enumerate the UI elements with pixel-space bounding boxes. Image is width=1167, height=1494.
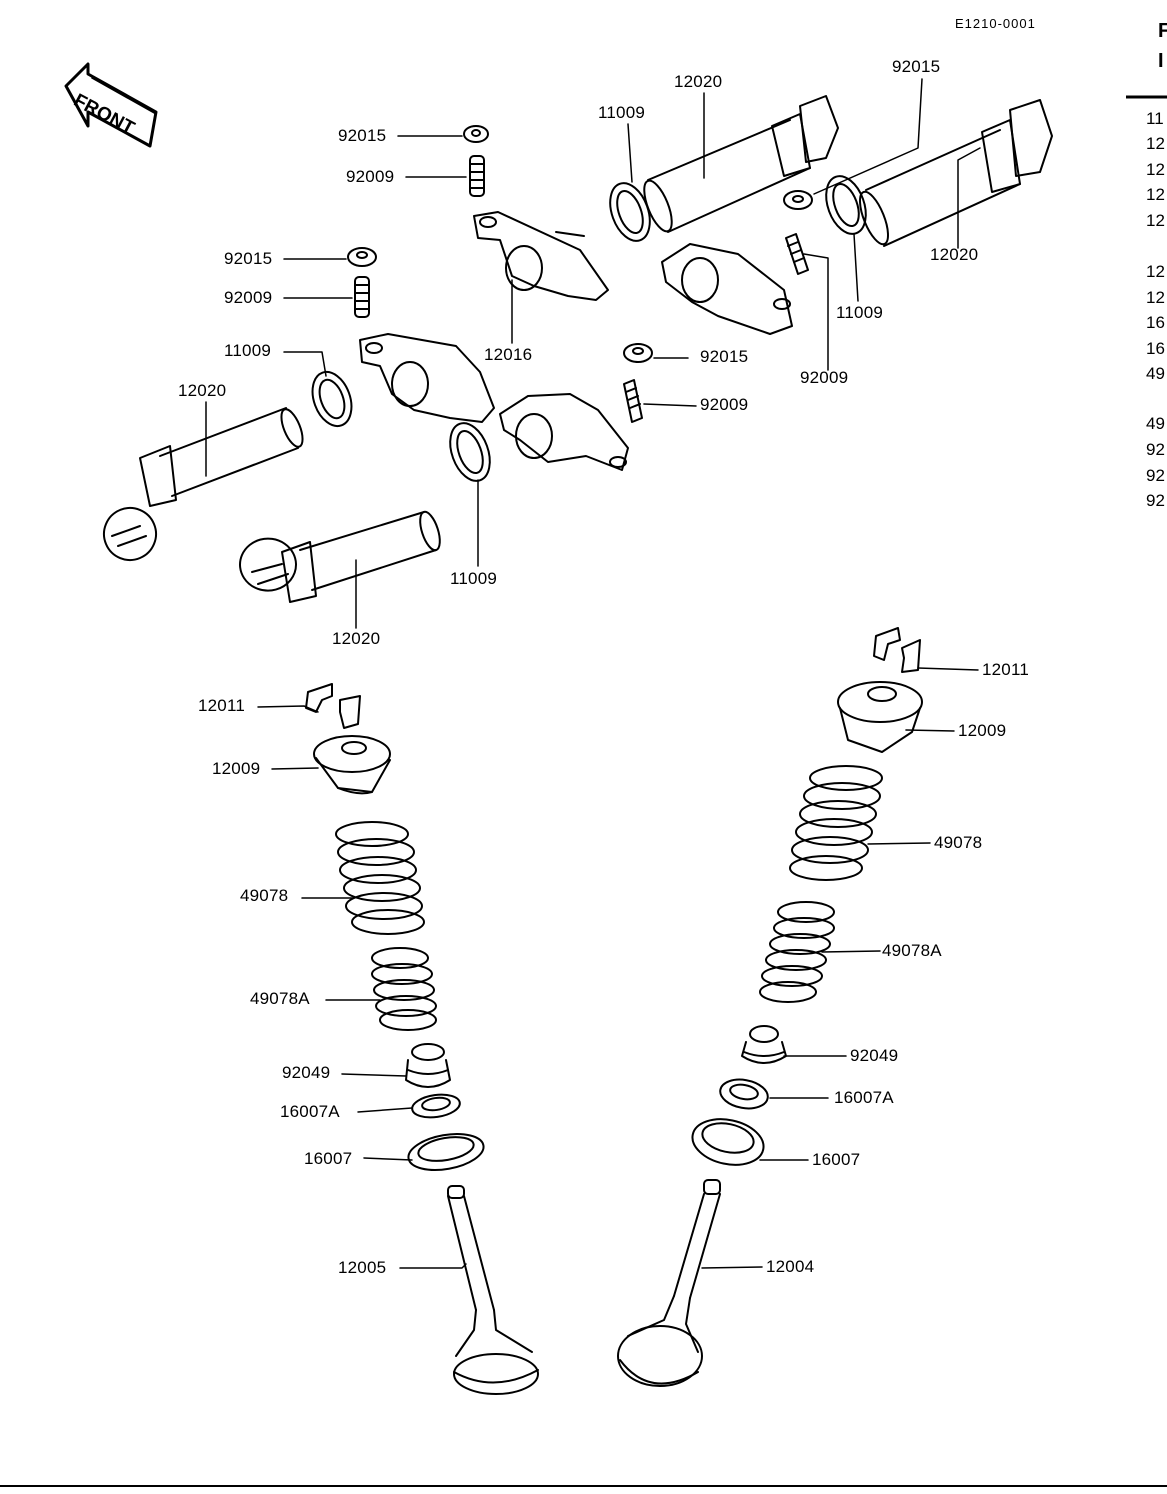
callout-16007a: 16007A xyxy=(280,1102,340,1121)
nut-92015-a xyxy=(463,125,489,143)
nut-92015-c xyxy=(783,190,813,210)
spring-49078-left xyxy=(335,821,425,935)
table-fragment: 49 xyxy=(1146,414,1165,433)
callout-49078a: 49078A xyxy=(250,989,310,1008)
callout-12004: 12004 xyxy=(766,1257,815,1276)
callout-49078: 49078 xyxy=(934,833,983,852)
header-fragment-1: F xyxy=(1158,20,1167,42)
collet-12011-left xyxy=(305,683,361,729)
table-fragment: 92 xyxy=(1146,491,1165,510)
callout-16007a: 16007A xyxy=(834,1088,894,1107)
callout-92009: 92009 xyxy=(224,288,273,307)
screw-92009-c xyxy=(785,233,809,275)
table-fragment: 12 xyxy=(1146,262,1165,281)
table-fragment: 92 xyxy=(1146,466,1165,485)
rocker-arm-d xyxy=(499,393,629,471)
callout-11009: 11009 xyxy=(450,569,498,588)
callout-92009: 92009 xyxy=(700,395,749,414)
shaft-12020-a xyxy=(643,95,839,233)
seat-16007-right xyxy=(691,1118,765,1166)
collet-12011-right xyxy=(873,627,921,673)
header-fragment-2: I xyxy=(1158,50,1164,72)
rocker-arm-a xyxy=(473,211,609,301)
callout-12020: 12020 xyxy=(674,72,723,91)
callout-12009: 12009 xyxy=(958,721,1007,740)
seal-92049-right xyxy=(741,1025,787,1064)
shaft-12020-c xyxy=(103,407,304,561)
spring-49078-right xyxy=(789,765,883,881)
table-fragment: 11 xyxy=(1146,109,1164,128)
callout-12020: 12020 xyxy=(332,629,381,648)
screw-92009-a xyxy=(469,155,485,197)
washer-16007A-left xyxy=(411,1093,461,1119)
table-fragment: 12 xyxy=(1146,160,1165,179)
nut-92015-b xyxy=(347,247,377,267)
callout-92015: 92015 xyxy=(338,126,387,145)
table-fragment: 92 xyxy=(1146,440,1165,459)
callout-92009: 92009 xyxy=(346,167,395,186)
table-fragment: 12 xyxy=(1146,211,1165,230)
figure-code: E1210-0001 xyxy=(955,16,1036,31)
callout-11009: 11009 xyxy=(836,303,884,322)
callout-92015: 92015 xyxy=(700,347,749,366)
callout-12009: 12009 xyxy=(212,759,261,778)
front-arrow-icon xyxy=(64,62,158,148)
callout-12011: 12011 xyxy=(198,696,246,715)
callout-92049: 92049 xyxy=(282,1063,331,1082)
callout-16007: 16007 xyxy=(304,1149,353,1168)
callout-49078a: 49078A xyxy=(882,941,942,960)
table-fragment: 12 xyxy=(1146,288,1165,307)
screw-92009-b xyxy=(354,276,370,318)
callout-92009: 92009 xyxy=(800,368,849,387)
callout-11009: 11009 xyxy=(224,341,272,360)
oring-11009-c xyxy=(311,370,353,428)
callout-92015: 92015 xyxy=(224,249,273,268)
valve-12004 xyxy=(617,1179,721,1387)
valve-12005 xyxy=(447,1185,539,1395)
callout-92049: 92049 xyxy=(850,1046,899,1065)
table-fragment: 49 xyxy=(1146,364,1165,383)
rocker-arm-b xyxy=(661,243,793,335)
callout-12020: 12020 xyxy=(930,245,979,264)
callout-12016: 12016 xyxy=(484,345,533,364)
callout-11009: 11009 xyxy=(598,103,646,122)
oring-11009-d xyxy=(449,422,491,482)
callout-16007: 16007 xyxy=(812,1150,861,1169)
spring-49078A-left xyxy=(371,947,437,1031)
rocker-arm-c xyxy=(359,333,495,423)
callout-12020: 12020 xyxy=(178,381,227,400)
shaft-12020-d xyxy=(239,510,441,603)
retainer-12009-left xyxy=(313,735,391,795)
callout-49078: 49078 xyxy=(240,886,289,905)
retainer-12009-right xyxy=(837,681,923,753)
seal-92049-left xyxy=(405,1043,451,1088)
oring-11009-b xyxy=(825,175,867,235)
washer-16007A-right xyxy=(719,1078,769,1110)
screw-92009-d xyxy=(623,379,643,423)
callout-12011: 12011 xyxy=(982,660,1030,679)
table-fragment: 12 xyxy=(1146,185,1165,204)
spring-49078A-right xyxy=(759,901,835,1003)
shaft-12020-b xyxy=(859,99,1053,247)
nut-92015-d xyxy=(623,343,653,363)
table-fragment: 12 xyxy=(1146,134,1165,153)
table-fragment: 16 xyxy=(1146,313,1165,332)
callout-12005: 12005 xyxy=(338,1258,387,1277)
table-fragment: 16 xyxy=(1146,339,1165,358)
callout-92015: 92015 xyxy=(892,57,941,76)
seat-16007-left xyxy=(407,1133,485,1171)
